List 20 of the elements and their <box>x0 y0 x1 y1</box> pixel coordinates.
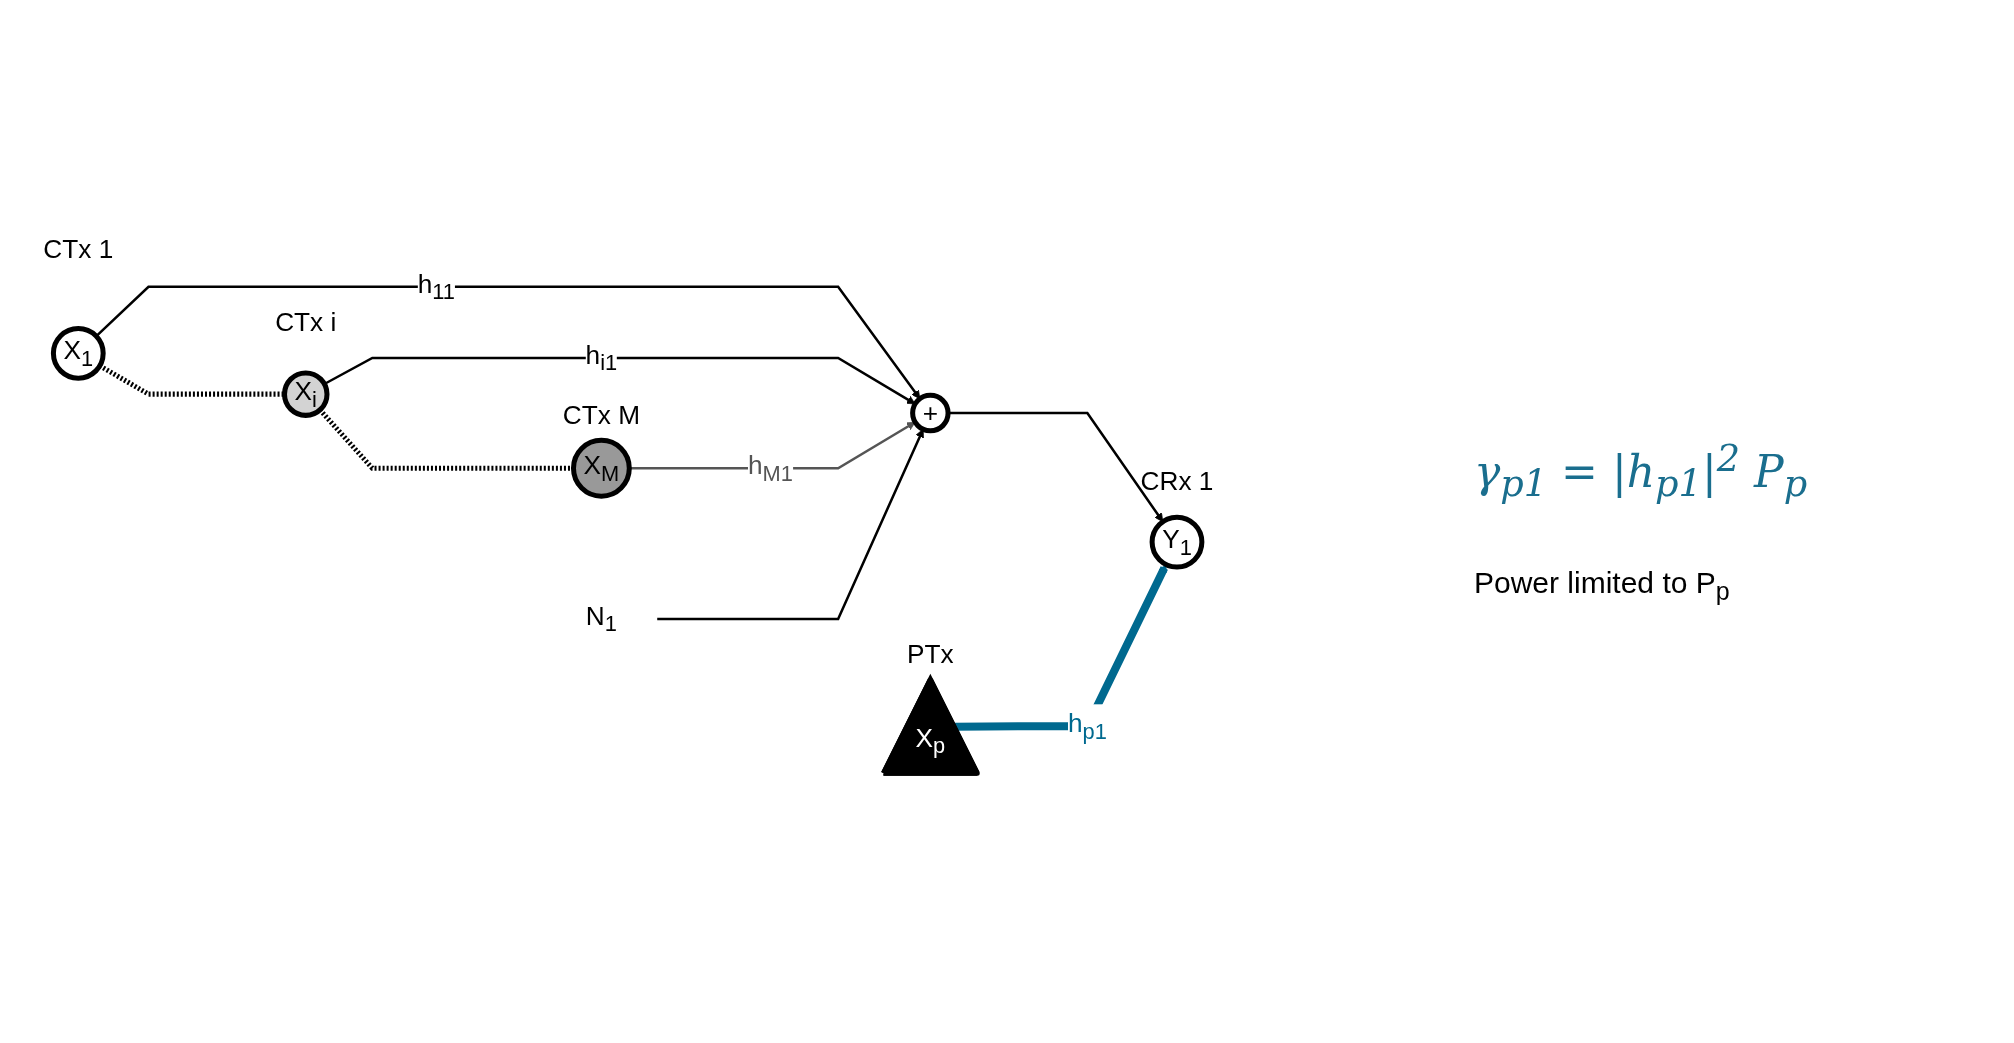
edge-label: h$_{M1}$ <box>747 450 793 486</box>
node-label: CTx 1 <box>43 233 114 265</box>
formula: γ$_{p1}$ = |h$_{p1}$|$^{2}$ P$_{p}$ <box>1474 437 1808 506</box>
node-circle: X$_{i}$ <box>282 370 330 418</box>
edge-label: h$_{p1}$ <box>1067 708 1107 744</box>
node-circle: Y$_{1}$ <box>1149 514 1205 570</box>
node-label: CTx i <box>275 306 337 337</box>
note-text: Power limited to P$_{p}$ <box>1474 565 1730 606</box>
node-label: PTx <box>907 638 954 670</box>
node-circle: + <box>910 392 951 434</box>
edge-label: h$_{i1}$ <box>585 339 618 376</box>
arrow <box>657 428 924 620</box>
node-circle: X$_{1}$ <box>50 325 106 381</box>
node-label: CRx 1 <box>1140 465 1214 496</box>
node-circle: X$_{M}$ <box>570 437 632 499</box>
node-text: N$_{1}$ <box>585 600 617 637</box>
arrow <box>948 411 1164 522</box>
arrow <box>954 563 1168 731</box>
edge-label: h$_{11}$ <box>417 268 455 305</box>
node-label: CTx M <box>562 399 640 431</box>
